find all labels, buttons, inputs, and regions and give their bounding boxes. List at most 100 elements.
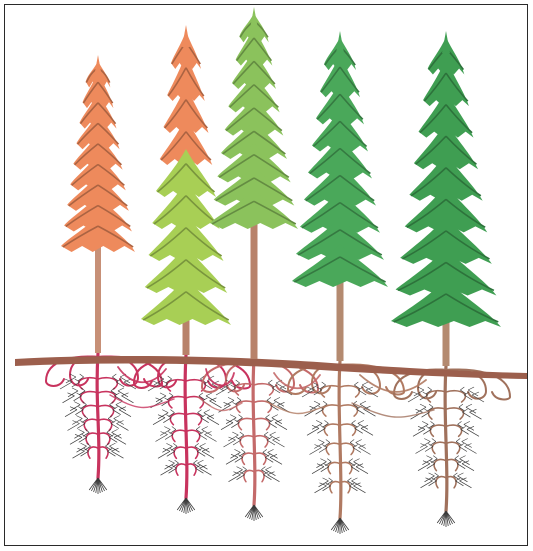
fine-root — [349, 459, 353, 462]
fine-root — [173, 443, 177, 446]
branch-root — [340, 386, 359, 397]
fine-root — [119, 410, 131, 417]
branch-root — [98, 419, 112, 430]
fine-root — [81, 443, 87, 446]
branch-root — [340, 405, 358, 416]
fine-root — [199, 393, 203, 396]
fine-root — [207, 418, 219, 425]
fine-root — [429, 473, 435, 476]
fine-root — [359, 448, 371, 455]
fine-root — [361, 428, 373, 435]
branch-root — [170, 413, 186, 424]
fine-root — [462, 464, 474, 471]
branch-root — [330, 482, 340, 493]
fine-root — [265, 467, 271, 470]
fine-root — [160, 430, 170, 436]
fine-root — [347, 478, 351, 481]
fine-root — [226, 457, 238, 464]
fine-root — [466, 404, 472, 407]
ground-surface — [15, 356, 527, 379]
fine-root — [72, 388, 78, 391]
fine-root — [118, 388, 124, 391]
fine-root — [170, 410, 174, 413]
fine-root — [416, 447, 428, 454]
fine-root — [460, 387, 464, 390]
fine-root — [457, 473, 463, 476]
branch-root — [186, 430, 200, 441]
branch-root — [326, 443, 340, 454]
fine-root — [270, 435, 280, 441]
fine-root — [162, 410, 168, 413]
fine-root — [268, 380, 272, 383]
fine-root — [241, 449, 245, 452]
fine-root — [460, 456, 466, 459]
branch-root — [254, 384, 273, 395]
fine-root — [108, 416, 112, 419]
fine-root — [329, 478, 333, 481]
fine-root — [273, 440, 285, 447]
tree-2 — [141, 25, 231, 355]
branch-root — [98, 405, 114, 416]
fine-root — [236, 380, 240, 383]
fine-root — [114, 437, 126, 444]
fine-root — [455, 456, 459, 459]
fine-root — [467, 429, 479, 436]
fine-root — [362, 382, 368, 385]
branch-root — [242, 453, 254, 464]
fine-root — [196, 427, 200, 430]
fine-root — [205, 435, 217, 442]
taproot — [253, 359, 255, 505]
fine-root — [65, 410, 77, 417]
forest-root-network-illustration — [5, 5, 529, 547]
fine-root — [74, 402, 80, 405]
fine-root — [354, 382, 358, 385]
fine-root — [109, 443, 115, 446]
fine-root — [263, 449, 267, 452]
tree-top — [442, 31, 450, 53]
branch-root — [236, 401, 254, 412]
branch-root — [434, 459, 446, 470]
fine-root — [274, 397, 280, 400]
fine-root — [320, 459, 326, 462]
connecting-root — [266, 401, 328, 414]
fine-root — [197, 460, 203, 463]
fine-root — [435, 473, 439, 476]
fine-root — [429, 404, 433, 407]
branch-root — [186, 397, 204, 408]
fine-root — [458, 421, 462, 424]
fine-root — [462, 439, 468, 442]
branch-root — [446, 408, 464, 419]
branch-root — [430, 425, 446, 436]
fine-root — [240, 432, 244, 435]
fine-root — [432, 439, 436, 442]
branch-root — [80, 392, 98, 403]
branch-root — [240, 436, 254, 447]
fine-root — [224, 440, 236, 447]
fine-root — [270, 457, 282, 464]
fine-root — [456, 439, 460, 442]
fine-root — [307, 428, 319, 435]
fine-root — [324, 420, 328, 423]
branch-root — [436, 477, 446, 488]
branch-root — [174, 447, 186, 458]
fine-root — [360, 401, 366, 404]
tree-1 — [61, 55, 135, 353]
fine-root — [453, 473, 457, 476]
fine-root — [117, 424, 129, 431]
tree-top — [250, 7, 258, 29]
fine-root — [166, 443, 172, 446]
fine-root — [430, 421, 434, 424]
fine-root — [316, 420, 322, 423]
fine-root — [114, 416, 120, 419]
fine-root — [314, 401, 320, 404]
branch-root — [84, 419, 98, 430]
fine-root — [312, 467, 324, 474]
branch-root — [176, 464, 186, 475]
branch-root — [432, 442, 446, 453]
fine-root — [459, 404, 463, 407]
fine-root — [323, 401, 327, 404]
fine-root — [195, 443, 199, 446]
tree-3 — [210, 7, 298, 359]
fine-root — [80, 374, 84, 377]
fine-root — [418, 464, 430, 471]
